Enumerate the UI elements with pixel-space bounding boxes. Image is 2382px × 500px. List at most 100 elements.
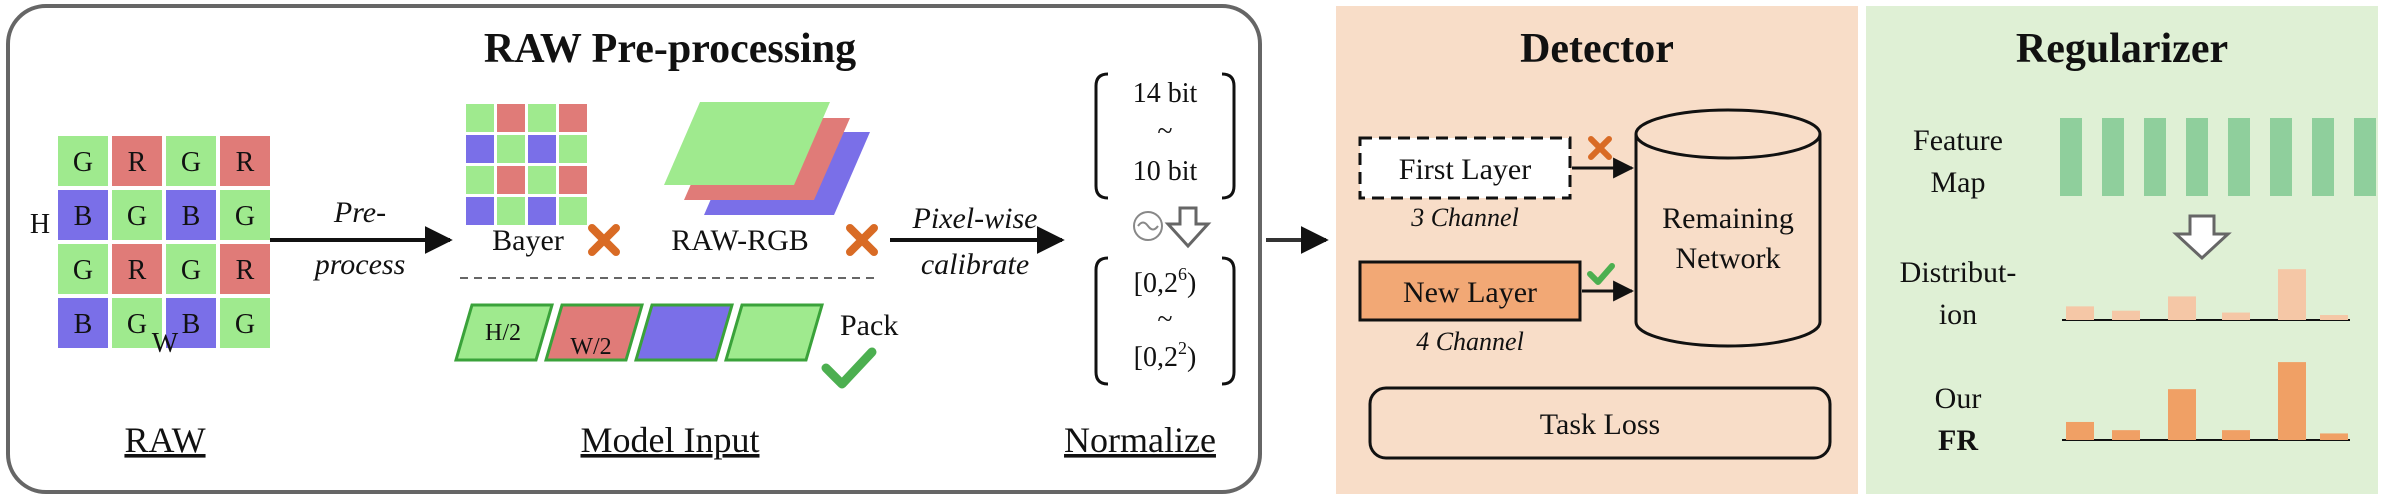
task-loss-label: Task Loss	[1540, 408, 1660, 441]
bit-depth-tilde: ~	[1157, 116, 1172, 147]
raw-cell-label: R	[236, 147, 255, 178]
bayer-cell	[559, 135, 587, 163]
pack-tiles	[454, 303, 824, 362]
distribution-bar	[2066, 306, 2094, 320]
preprocess-label-line1: Pre-	[333, 196, 386, 229]
bit-depth-bottom: 10 bit	[1133, 156, 1198, 187]
distribution-label-line2: ion	[1939, 298, 1977, 331]
distribution-label-line1: Distribut-	[1900, 256, 2017, 289]
regularizer-down-arrow-icon	[2172, 214, 2232, 261]
fr-bar	[2222, 430, 2250, 440]
bayer-cell	[466, 166, 494, 194]
preprocessing-frame	[6, 4, 1262, 494]
pack-tile-1-label: H/2	[485, 320, 521, 346]
new-layer-sublabel: 4 Channel	[1416, 327, 1524, 356]
bayer-cell	[466, 135, 494, 163]
ours-label-line2: FR	[1938, 424, 1978, 457]
raw-cell-label: G	[127, 309, 147, 340]
fr-bar	[2112, 430, 2140, 440]
bayer-image	[466, 104, 587, 225]
ours-label-line1: Our	[1935, 382, 1982, 415]
range-bottom: [0,22)	[1134, 338, 1197, 373]
raw-cell-label: G	[235, 201, 255, 232]
bayer-label: Bayer	[492, 224, 564, 257]
range-tilde: ~	[1157, 304, 1172, 335]
distribution-bar	[2112, 310, 2140, 320]
raw-cell-label: G	[127, 201, 147, 232]
raw-cell-label: B	[74, 309, 93, 340]
new-layer-box	[1358, 260, 1582, 322]
first-layer-box	[1358, 136, 1572, 200]
raw-rgb-cross-icon	[846, 224, 878, 256]
bayer-cell	[528, 104, 556, 132]
raw-cell	[220, 244, 270, 294]
fr-bar	[2066, 421, 2094, 440]
raw-cell-label: B	[74, 201, 93, 232]
raw-cell-label: G	[235, 309, 255, 340]
raw-cell-label: R	[128, 147, 147, 178]
raw-cell	[112, 298, 162, 348]
bayer-cell	[497, 135, 525, 163]
network-label-line2: Network	[1676, 242, 1781, 275]
task-loss-box	[1368, 386, 1832, 460]
raw-cell	[166, 298, 216, 348]
raw-cell-label: R	[236, 255, 255, 286]
raw-cell-label: G	[73, 255, 93, 286]
raw-cell-label: B	[182, 201, 201, 232]
remaining-network-cylinder	[1634, 108, 1822, 348]
raw-cell	[58, 244, 108, 294]
raw-cell	[220, 136, 270, 186]
range-bracket	[1094, 256, 1236, 386]
feature-map-label-line1: Feature	[1913, 124, 2003, 157]
pack-tile-4	[724, 303, 824, 362]
raw-cell	[58, 298, 108, 348]
regularizer-panel: Regularizer Feature Map Distribut- ion O…	[1866, 6, 2378, 494]
bayer-cell	[528, 197, 556, 225]
bayer-cell	[497, 166, 525, 194]
raw-cell	[220, 190, 270, 240]
raw-cell	[166, 190, 216, 240]
bayer-cell	[559, 197, 587, 225]
raw-cell-label: R	[128, 255, 147, 286]
raw-cell	[112, 190, 162, 240]
raw-cell	[58, 190, 108, 240]
bit-depth-bracket	[1094, 72, 1236, 200]
bayer-cell	[497, 104, 525, 132]
first-layer-label: First Layer	[1399, 153, 1531, 186]
equivalence-icon	[1133, 211, 1163, 241]
raw-height-label: H	[30, 209, 50, 240]
raw-cell-label: G	[181, 255, 201, 286]
bayer-cell	[528, 135, 556, 163]
raw-cell	[58, 136, 108, 186]
feature-map-bar	[2060, 118, 2082, 196]
raw-rgb-stack	[664, 102, 870, 215]
detector-title: Detector	[1520, 26, 1674, 72]
raw-cell	[166, 244, 216, 294]
preprocess-label-line2: process	[313, 248, 406, 281]
calibrate-label-line1: Pixel-wise	[912, 202, 1038, 235]
raw-cell	[166, 136, 216, 186]
normalize-down-arrow-icon	[1164, 206, 1212, 249]
new-layer-label: New Layer	[1403, 276, 1537, 309]
feature-map-bar	[2102, 118, 2124, 196]
distribution-bar	[2222, 312, 2250, 320]
bayer-cell	[466, 197, 494, 225]
feature-map-bar	[2186, 118, 2208, 196]
pack-label: Pack	[840, 309, 898, 342]
raw-cell-label: G	[181, 147, 201, 178]
bayer-cross-icon	[588, 224, 620, 256]
feature-map-bar	[2228, 118, 2250, 196]
bayer-cell	[559, 166, 587, 194]
pack-check-icon	[821, 347, 877, 389]
raw-cell-label: G	[73, 147, 93, 178]
feature-map-label-line2: Map	[1931, 166, 1986, 199]
fr-histogram	[2062, 362, 2350, 441]
raw-cell-label: B	[182, 309, 201, 340]
bit-depth-top: 14 bit	[1133, 78, 1198, 109]
normalize-caption: Normalize	[1064, 420, 1216, 460]
preprocessing-title: RAW Pre-processing	[484, 26, 856, 72]
network-label-line1: Remaining	[1662, 202, 1794, 235]
bayer-cell	[528, 166, 556, 194]
